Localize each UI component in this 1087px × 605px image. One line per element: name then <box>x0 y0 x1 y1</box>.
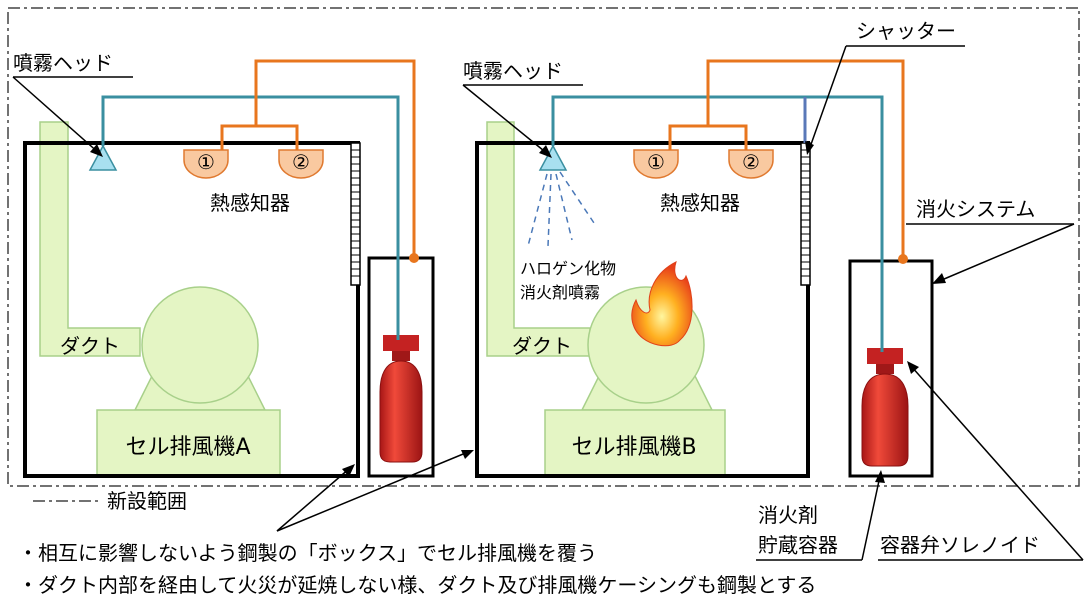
orange-signal-right-branch <box>668 124 748 150</box>
signal-connection-dot-right <box>898 254 908 264</box>
teal-pipe-right <box>551 95 884 352</box>
storage-arrowhead <box>875 470 885 483</box>
steel-box-left <box>23 141 360 478</box>
detector-left-2-number: ② <box>292 150 310 174</box>
storage-label-line2: 貯蔵容器 <box>758 533 838 557</box>
spray-head-right-label: 噴霧ヘッド <box>463 59 563 83</box>
spray-head-left-icon <box>88 144 118 171</box>
fan-b-label: セル排風機B <box>571 435 696 460</box>
note-leader-right <box>276 451 469 532</box>
heat-detector-left-2-icon <box>278 149 324 179</box>
shutter-arrowhead <box>805 141 814 155</box>
note-line-2: ・ダクト内部を経由して火災が延焼しない様、ダクト及び排風機ケーシングも鋼製とする <box>18 573 816 597</box>
duct-label-left: ダクト <box>60 334 120 358</box>
detector-right-2-number: ② <box>742 150 760 174</box>
heat-detector-right-2-icon <box>728 149 774 179</box>
note-arrowhead-left <box>342 464 355 477</box>
shutter-leader <box>808 45 847 151</box>
solenoid-arrowhead <box>907 361 919 374</box>
solenoid-leader <box>910 365 1084 561</box>
shutter-left <box>350 142 361 286</box>
duct-left-shape <box>39 121 141 357</box>
shutter-label: シャッター <box>856 19 956 43</box>
storage-box-left <box>367 256 435 478</box>
spray-head-left-label: 噴霧ヘッド <box>13 51 113 75</box>
note-line-1: ・相互に影響しないよう鋼製の「ボックス」でセル排風機を覆う <box>18 541 597 565</box>
heat-detector-label-right: 熱感知器 <box>660 191 740 215</box>
valve-cap-right <box>867 348 903 364</box>
valve-neck-right <box>876 364 894 374</box>
spray-head-right-arrowhead <box>539 145 552 158</box>
note-leader-left <box>276 467 351 532</box>
fire-system-leader <box>936 223 1075 283</box>
shutter-left-slats <box>351 149 360 277</box>
heat-detector-right-1-icon <box>633 149 679 179</box>
valve-neck-left <box>392 351 410 361</box>
cell-fan-a-enclosure: ダクト セル排風機A ① ② 熱感知器 <box>23 121 361 478</box>
note-arrowhead-right <box>461 450 474 459</box>
fire-system-arrowhead <box>932 273 946 284</box>
spray-head-left-arrowhead <box>90 144 103 157</box>
storage-label-line1: 消火剤 <box>758 503 818 527</box>
fan-a-housing <box>141 286 259 404</box>
orange-signal-left-trunk <box>254 59 416 256</box>
duct-label-right: ダクト <box>512 334 572 358</box>
extinguisher-unit-right <box>848 259 934 478</box>
storage-leader <box>861 475 881 561</box>
signal-connection-dot-left <box>409 253 419 263</box>
fan-a-pedestal <box>96 409 281 477</box>
extinguisher-cylinder-right-icon <box>861 373 909 467</box>
halogen-label-line2: 消火剤噴霧 <box>520 283 600 302</box>
extinguisher-unit-left <box>367 256 435 478</box>
valve-cap-left <box>383 335 419 351</box>
new-scope-label: 新設範囲 <box>107 489 187 513</box>
fan-b-pedestal <box>544 409 726 477</box>
heat-detector-left-1-icon <box>183 149 229 179</box>
shutter-right-slats <box>801 149 810 277</box>
fire-icon <box>631 261 693 347</box>
orange-signal-left-branch <box>220 124 299 150</box>
spray-head-right-icon <box>538 144 568 171</box>
duct-right-shape <box>486 121 591 357</box>
fan-a-label: セル排風機A <box>125 435 250 460</box>
spray-pattern <box>527 171 597 247</box>
steel-box-right <box>475 141 810 478</box>
teal-pipe-left <box>101 95 400 340</box>
heat-detector-label-left: 熱感知器 <box>210 191 290 215</box>
spray-head-right-leader <box>462 84 550 156</box>
extinguisher-cylinder-left-icon <box>379 360 423 463</box>
new-installation-scope-boundary <box>7 7 1080 487</box>
detector-right-1-number: ① <box>647 150 665 174</box>
solenoid-label: 容器弁ソレノイド <box>880 533 1040 557</box>
detector-left-1-number: ① <box>197 150 215 174</box>
halogen-label-line1: ハロゲン化物 <box>520 259 616 278</box>
cell-fan-b-enclosure: ダクト セル排風機B ハロゲン化物 消火剤噴霧 ① ② 熱感知器 <box>475 121 811 478</box>
orange-signal-right-trunk <box>706 59 905 257</box>
storage-box-right <box>848 259 934 478</box>
spray-head-left-leader <box>12 76 101 155</box>
fire-system-label: 消火システム <box>916 197 1035 221</box>
